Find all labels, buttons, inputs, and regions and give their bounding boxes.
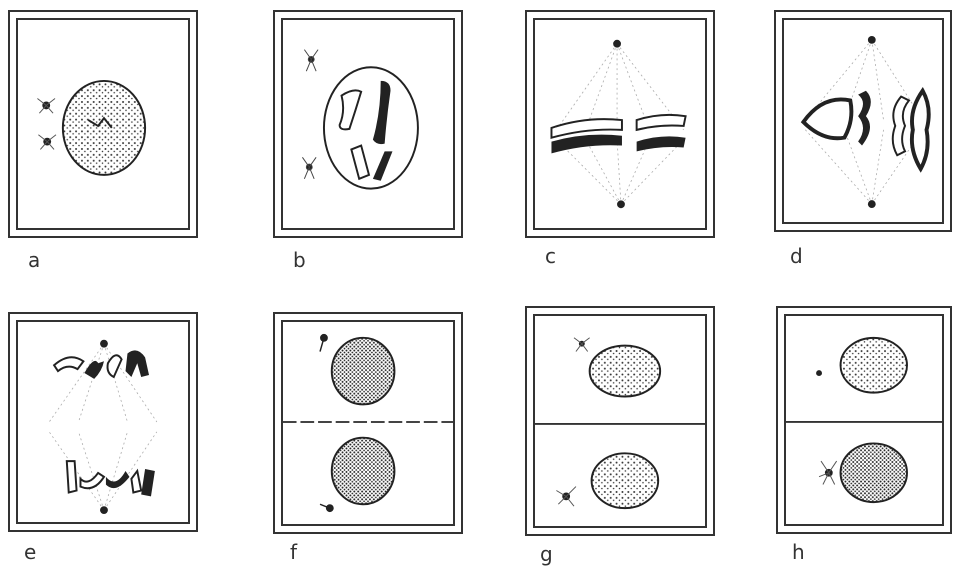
panel-g bbox=[525, 306, 715, 536]
panel-label-g: g bbox=[540, 542, 553, 566]
panel-label-a: a bbox=[28, 248, 40, 272]
panel-label-h: h bbox=[792, 540, 805, 564]
cell-diagram-d bbox=[776, 12, 950, 230]
panel-label-d: d bbox=[790, 244, 803, 268]
panel-f bbox=[273, 312, 463, 534]
panel-b bbox=[273, 10, 463, 238]
cell-diagram-h bbox=[778, 308, 950, 532]
panel-h bbox=[776, 306, 952, 534]
cell-diagram-a bbox=[10, 12, 196, 236]
panel-d bbox=[774, 10, 952, 232]
cell-diagram-c bbox=[527, 12, 713, 236]
cell-diagram-f bbox=[275, 314, 461, 532]
panel-label-c: c bbox=[545, 244, 556, 268]
cell-diagram-b bbox=[275, 12, 461, 236]
panel-label-f: f bbox=[290, 540, 297, 564]
cell-diagram-e bbox=[10, 314, 196, 530]
panel-e bbox=[8, 312, 198, 532]
panel-a bbox=[8, 10, 198, 238]
panel-label-e: e bbox=[24, 540, 36, 564]
cell-diagram-g bbox=[527, 308, 713, 534]
panel-label-b: b bbox=[293, 248, 306, 272]
panel-c bbox=[525, 10, 715, 238]
